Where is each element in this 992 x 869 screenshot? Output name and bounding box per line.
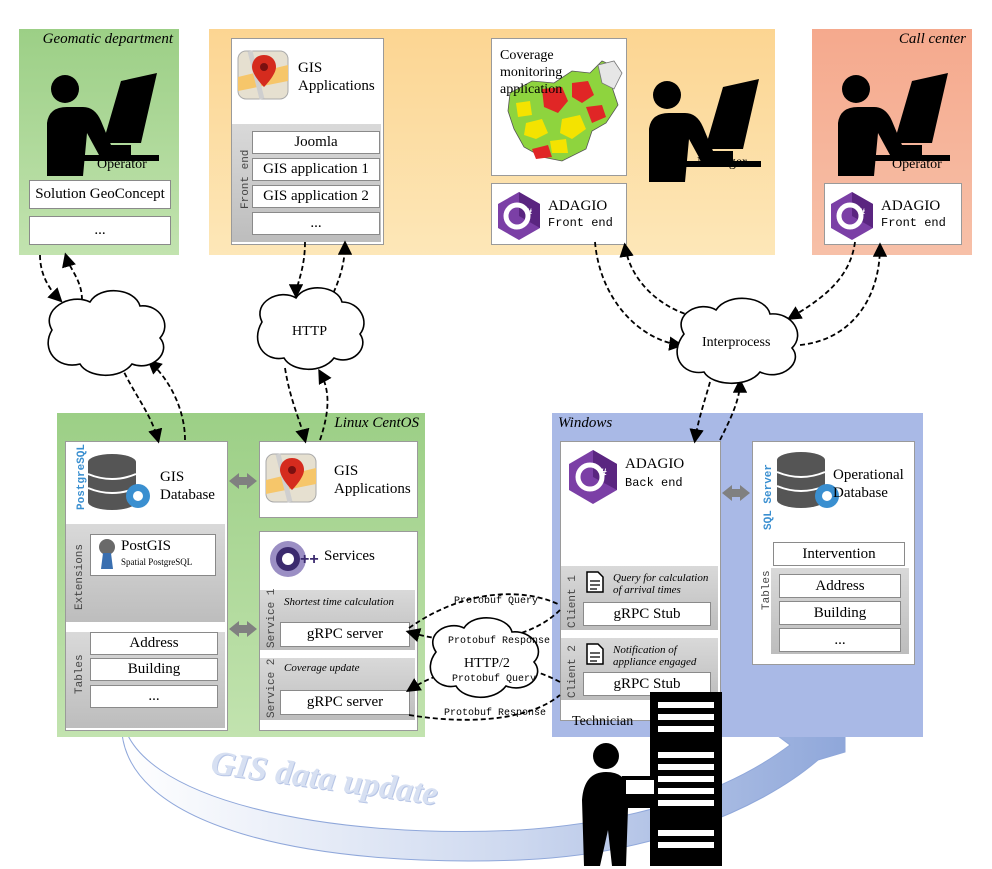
gis-applications-server-label: GIS Applications <box>334 463 411 497</box>
cpp-icon: ++ <box>270 541 319 577</box>
csharp-file-icon <box>586 571 604 593</box>
svg-text:#: # <box>600 466 607 480</box>
linux-title: Linux CentOS <box>334 415 419 431</box>
windows-zone: Windows # ADAGIO Back end Client 1 Query… <box>552 413 923 737</box>
database-icon <box>87 454 150 510</box>
gis-applications-server-panel: GIS Applications <box>259 441 418 518</box>
gis-database-panel: PostgreSQL GIS Database Extensions PostG… <box>65 441 228 731</box>
gis-applications-panel: GIS Applications Front end Joomla GIS ap… <box>231 38 384 245</box>
adagio-front-sub: Front end <box>548 216 613 230</box>
client-1-desc: Query for calculation of arrival times <box>613 572 709 596</box>
gis-database-label: GIS Database <box>160 469 215 503</box>
service-1-grpc-server: gRPC server <box>280 622 410 647</box>
linux-centos-zone: Linux CentOS PostgreSQL GIS Database Ext… <box>57 413 425 737</box>
service-2-desc: Coverage update <box>284 662 360 674</box>
elephant-icon <box>99 539 115 569</box>
csharp-file-icon <box>586 643 604 665</box>
http2-cloud-label: HTTP/2 <box>464 656 510 671</box>
protobuf-query-1: Protobuf Query <box>454 596 539 607</box>
client-2-desc: Notification of appliance engaged <box>613 644 697 668</box>
protobuf-response-1: Protobuf Response <box>448 636 551 647</box>
cloud-icon <box>429 617 540 698</box>
operator-icon <box>838 73 950 176</box>
client-2-grpc-stub: gRPC Stub <box>583 672 711 696</box>
http-cloud-label: HTTP <box>292 324 327 339</box>
postgis-item: PostGIS Spatial PostgreSQL <box>90 534 216 576</box>
adagio-back-sub: Back end <box>625 476 683 490</box>
coverage-label: Coverage monitoring application <box>500 48 563 97</box>
front-more-item: ... <box>252 212 380 235</box>
adagio-callcenter-label: ADAGIO <box>881 198 941 214</box>
intervention-table: Intervention <box>773 542 905 566</box>
adagio-back-end-panel: # ADAGIO Back end Client 1 Query for cal… <box>560 441 721 721</box>
svg-text:#: # <box>526 207 532 219</box>
operator-icon <box>47 73 159 176</box>
gis-application-1-item: GIS application 1 <box>252 158 380 181</box>
technician-label: Technician <box>572 714 634 729</box>
call-center-title: Call center <box>898 31 966 47</box>
coverage-map-icon <box>507 60 623 162</box>
database-icon <box>776 452 839 508</box>
bidirectional-arrow-icon <box>229 621 257 637</box>
svg-text:++: ++ <box>300 551 319 568</box>
protobuf-response-2: Protobuf Response <box>444 708 547 719</box>
service-2-grpc-server: gRPC server <box>280 690 410 715</box>
cloud-icon <box>256 287 365 370</box>
interprocess-cloud-label: Interprocess <box>702 335 771 350</box>
cloud-icon <box>47 289 166 376</box>
building-table: Building <box>90 658 218 681</box>
client-1-grpc-stub: gRPC Stub <box>583 602 711 626</box>
adagio-front-callcenter-panel: # ADAGIO Front end <box>824 183 962 245</box>
services-label: Services <box>324 548 375 564</box>
gis-applications-title: GIS Applications <box>298 60 375 94</box>
joomla-item: Joomla <box>252 131 380 154</box>
call-center-zone: Call center Operator # ADAGIO Front end <box>812 29 972 255</box>
adagio-callcenter-sub: Front end <box>881 216 946 230</box>
manager-label: Manager <box>697 155 747 170</box>
postgis-sub: Spatial PostgreSQL <box>121 557 193 567</box>
protobuf-query-2: Protobuf Query <box>452 674 537 685</box>
more-table: ... <box>779 628 901 652</box>
operational-database-label: Operational Database <box>833 467 904 501</box>
more-table: ... <box>90 685 218 708</box>
geomatic-department-zone: Geomatic department Operator Solution Ge… <box>19 29 179 255</box>
operational-database-panel: SQL Server Operational Database Interven… <box>752 441 915 665</box>
address-table: Address <box>90 632 218 655</box>
geomatic-more-item: ... <box>29 216 171 245</box>
adagio-front-manager-panel: # ADAGIO Front end <box>491 183 627 245</box>
manager-icon <box>649 79 761 182</box>
geomatic-title: Geomatic department <box>42 31 173 47</box>
windows-title: Windows <box>558 415 613 431</box>
coverage-monitoring-panel: Coverage monitoring application <box>491 38 627 176</box>
csharp-icon: # <box>498 192 540 240</box>
building-table: Building <box>779 601 901 625</box>
svg-text:#: # <box>859 207 865 219</box>
cloud-icon <box>676 297 799 384</box>
geomatic-operator-label: Operator <box>97 157 147 172</box>
call-center-operator-label: Operator <box>892 157 942 172</box>
services-panel: ++ Services Service 1 Shortest time calc… <box>259 531 418 731</box>
bidirectional-arrow-icon <box>229 473 257 489</box>
front-end-zone: GIS Applications Front end Joomla GIS ap… <box>209 29 775 255</box>
address-table: Address <box>779 574 901 598</box>
map-pin-icon <box>265 453 317 503</box>
map-pin-icon <box>237 50 289 100</box>
gis-application-2-item: GIS application 2 <box>252 185 380 208</box>
adagio-front-label: ADAGIO <box>548 198 608 214</box>
geoconcept-item: Solution GeoConcept <box>29 180 171 209</box>
technician-server-icon <box>582 692 722 866</box>
service-1-desc: Shortest time calculation <box>284 596 394 608</box>
postgis-label: PostGIS <box>121 538 172 554</box>
adagio-back-label: ADAGIO <box>625 456 685 472</box>
csharp-icon: # <box>569 450 617 504</box>
bidirectional-arrow-icon <box>722 485 750 501</box>
csharp-icon: # <box>831 192 873 240</box>
